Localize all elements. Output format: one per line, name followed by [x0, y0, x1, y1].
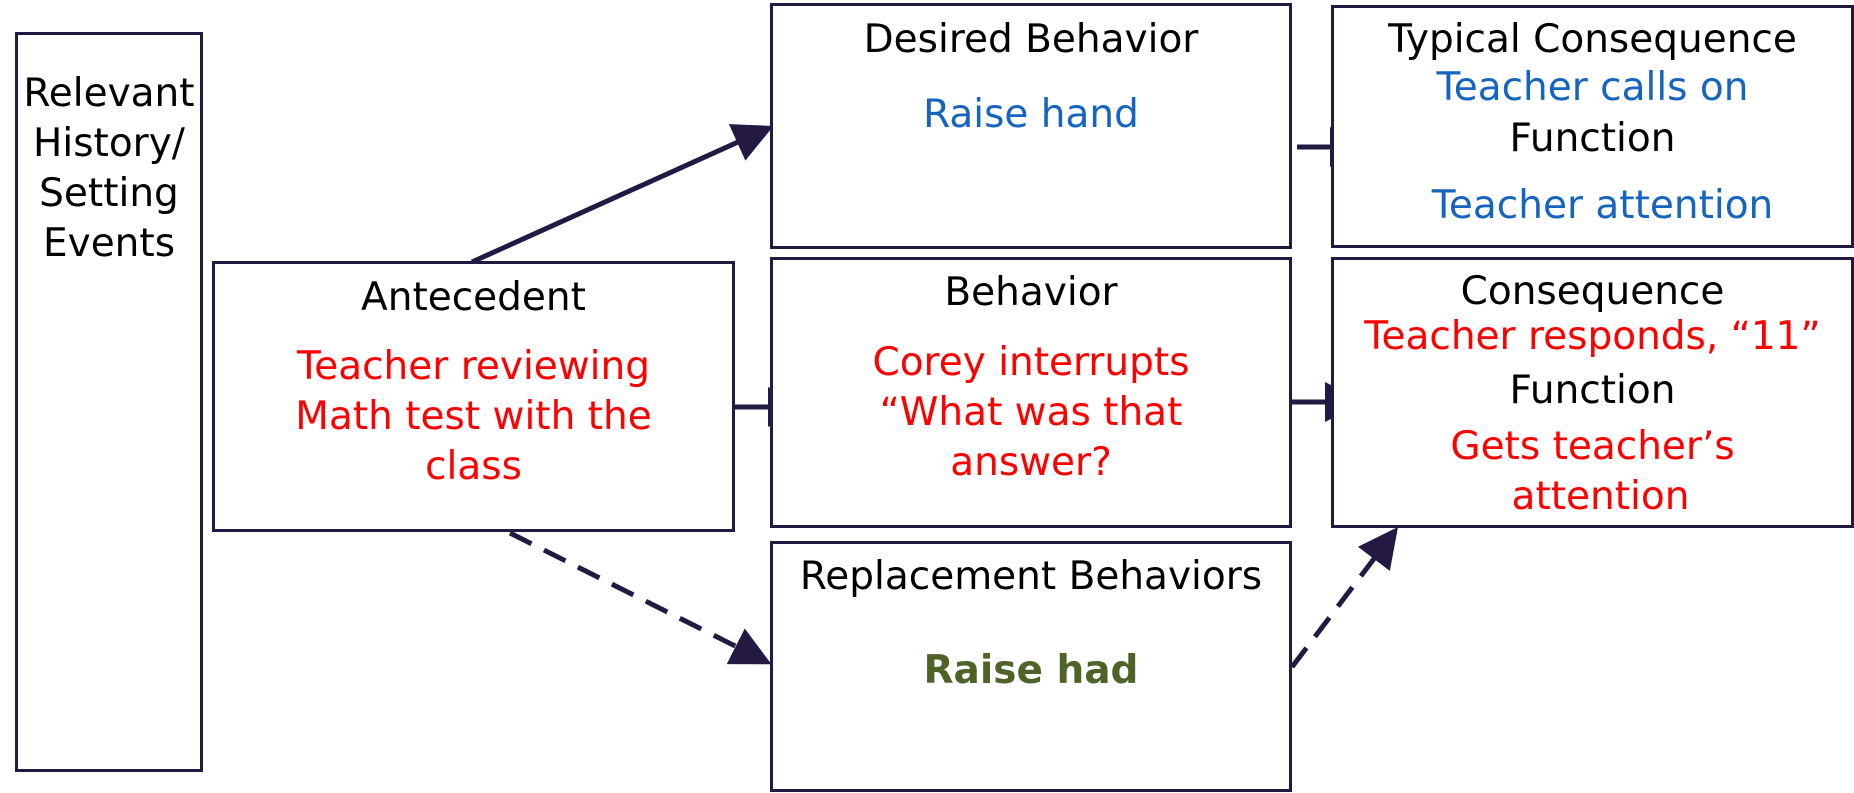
antecedent-line-3: class: [425, 444, 522, 489]
behavior-box: Behavior Corey interrupts “What was that…: [770, 257, 1292, 528]
behavior-line-1: Corey interrupts: [872, 340, 1190, 385]
typical-consequence-title: Typical Consequence: [1388, 17, 1797, 62]
antecedent-box: Antecedent Teacher reviewing Math test w…: [212, 261, 735, 532]
history-box: Relevant History/ Setting Events: [15, 32, 203, 772]
replacement-behaviors-title: Replacement Behaviors: [799, 554, 1263, 599]
behavior-line-3: answer?: [950, 440, 1112, 485]
behavior-title: Behavior: [944, 270, 1118, 315]
history-label-line-4: Events: [42, 221, 176, 266]
history-label-line-3: Setting: [39, 171, 179, 216]
desired-behavior-box: Desired Behavior Raise hand: [770, 3, 1292, 249]
behavior-line-2: “What was that: [879, 390, 1183, 435]
arrow-antecedent-to-replacement: [508, 530, 772, 665]
typical-consequence-value: Teacher calls on: [1436, 65, 1749, 110]
desired-behavior-value: Raise hand: [923, 92, 1139, 137]
typical-consequence-box: Typical Consequence Teacher calls on Fun…: [1331, 5, 1854, 248]
history-label-line-1: Relevant: [23, 71, 195, 116]
arrow-antecedent-to-desired: [470, 124, 774, 265]
replacement-behaviors-value: Raise had: [923, 648, 1139, 693]
desired-behavior-title: Desired Behavior: [863, 17, 1199, 62]
antecedent-line-1: Teacher reviewing: [297, 344, 650, 389]
arrow-replacement-to-consequence: [1290, 527, 1399, 669]
consequence-title: Consequence: [1460, 269, 1725, 314]
consequence-function-line-1: Gets teacher’s: [1450, 424, 1735, 469]
typical-consequence-function-label: Function: [1509, 116, 1676, 161]
antecedent-line-2: Math test with the: [295, 394, 652, 439]
history-label-line-2: History/: [33, 121, 185, 166]
consequence-function-label: Function: [1509, 368, 1676, 413]
consequence-box: Consequence Teacher responds, “11” Funct…: [1331, 257, 1854, 528]
consequence-value: Teacher responds, “11”: [1364, 314, 1821, 359]
replacement-behaviors-box: Replacement Behaviors Raise had: [770, 541, 1292, 792]
antecedent-title: Antecedent: [361, 275, 586, 320]
consequence-function-line-2: attention: [1511, 474, 1690, 519]
typical-consequence-function-value: Teacher attention: [1431, 183, 1774, 228]
